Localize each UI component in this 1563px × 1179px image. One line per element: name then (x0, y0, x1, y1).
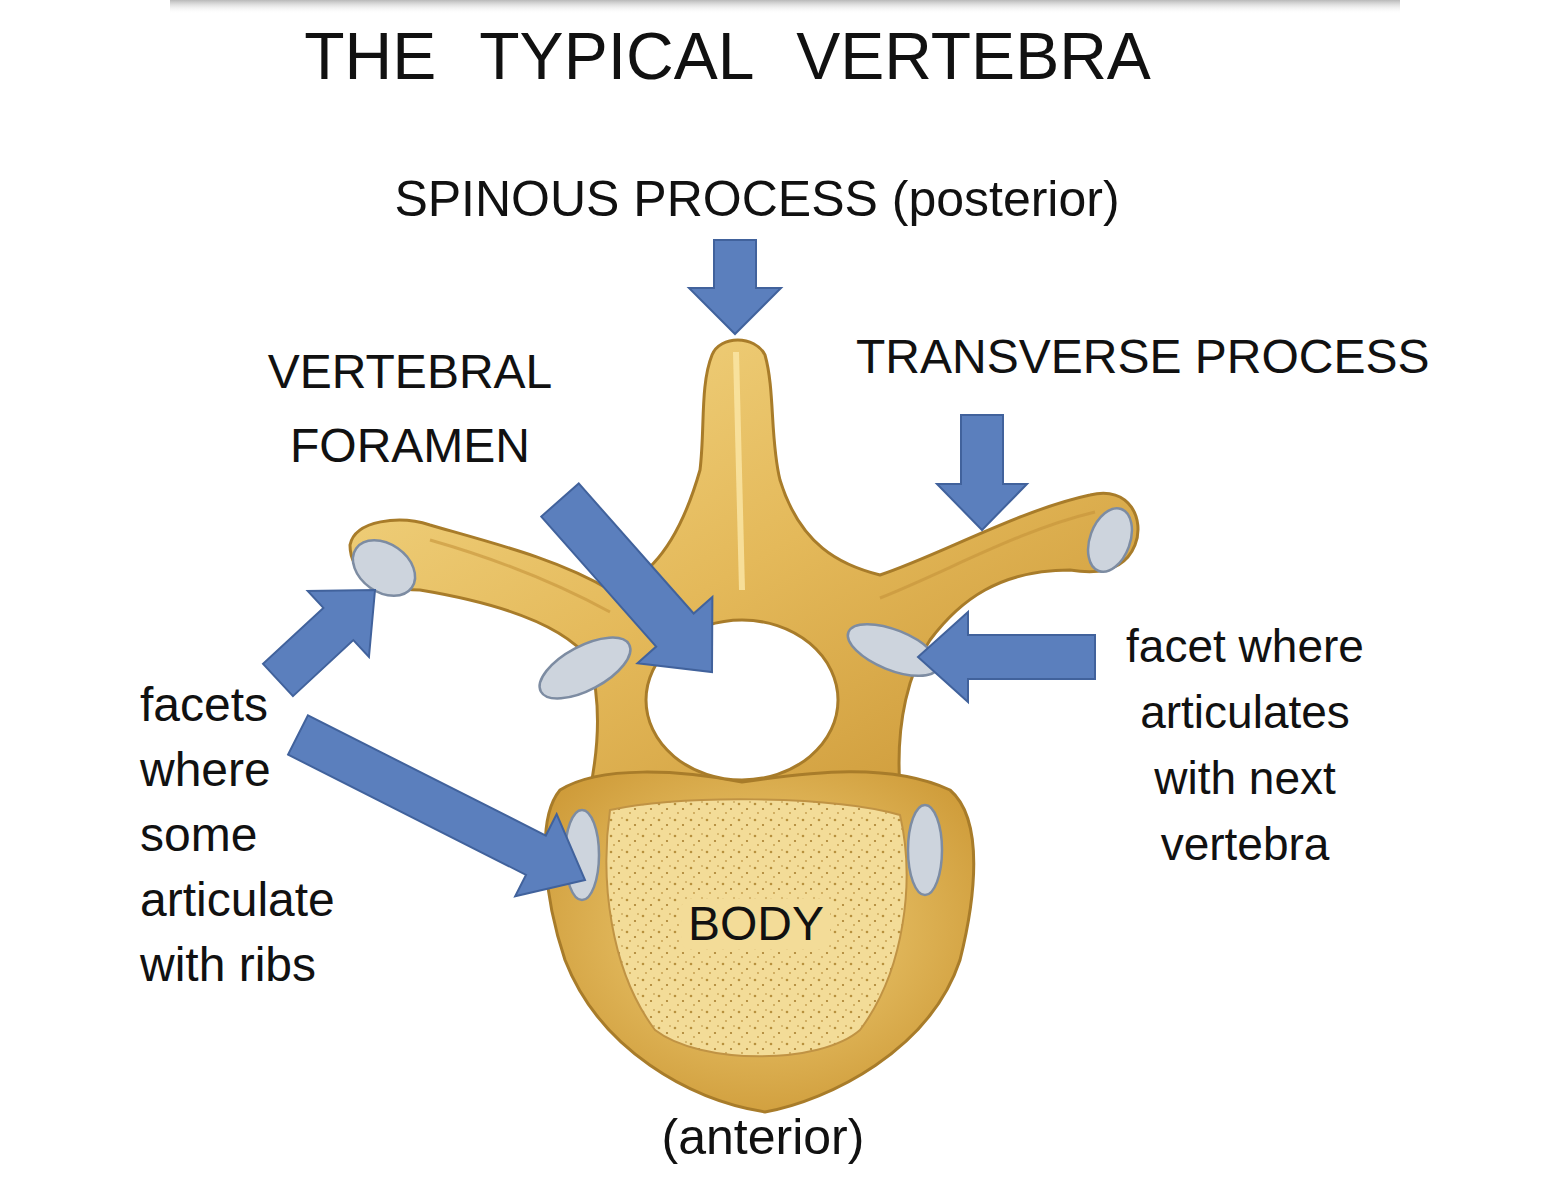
part-label: SPINOUS PROCESS (posterior) (357, 170, 1157, 228)
pointer-arrow (541, 483, 712, 672)
costal-facet (908, 805, 942, 895)
orientation-label: (anterior) (463, 1108, 1063, 1166)
part-label: VERTEBRAL FORAMEN (250, 335, 570, 483)
pointer-arrow (918, 612, 1095, 702)
pointer-arrow (263, 590, 375, 696)
part-label: BODY (682, 899, 830, 949)
articular-facet (531, 625, 640, 711)
pointer-arrow (937, 415, 1027, 530)
annotation-label: facets where some articulate with ribs (140, 672, 355, 997)
top-shadow (170, 0, 1400, 14)
pointer-arrow (288, 715, 585, 896)
part-label: TRANSVERSE PROCESS (856, 329, 1429, 385)
transverse-costal-facet (1080, 502, 1140, 578)
pointer-arrow (689, 240, 781, 334)
annotation-label: facet where articulates with next verteb… (1105, 613, 1385, 877)
spinous-ridge (736, 352, 742, 590)
spongy-bone (606, 799, 906, 1056)
vertebral-arch (350, 340, 1138, 790)
vertebral-body (545, 772, 974, 1112)
diagram-title: THE TYPICAL VERTEBRA (0, 16, 1455, 96)
